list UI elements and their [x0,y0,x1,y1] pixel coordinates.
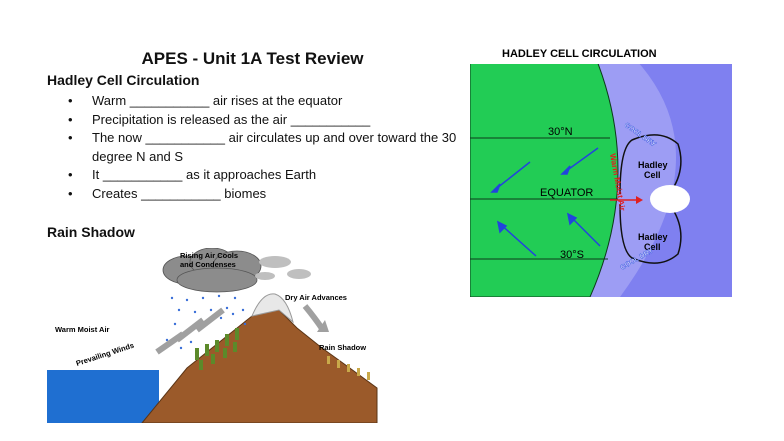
rain-shadow-section-heading: Rain Shadow [47,224,135,240]
hadley-title: HADLEY CELL CIRCULATION [502,48,657,60]
hadley-cell-loops [619,134,682,264]
bullet-icon: • [68,111,73,127]
equator-label: EQUATOR [540,187,593,199]
bullet-item: •It ___________ as it approaches Earth [47,166,457,185]
warm-moist-air-label: Warm Moist Air [55,325,110,334]
rain-shadow-label: Rain Shadow [319,343,366,352]
bullet-icon: • [68,93,73,108]
dry-air-arrowhead [317,320,329,332]
hadley-cell-north-label-2: Cell [644,170,661,180]
lat-30s-label: 30°S [560,249,584,261]
rain-shadow-diagram: Rising Air Cools and Condenses Dry Air A… [47,248,378,423]
latitude-lines [470,137,618,260]
hadley-cell-diagram: HADLEY CELL CIRCULATION 30°N EQUATOR 30°… [470,44,732,297]
vegetation [195,328,239,370]
small-clouds [255,256,311,280]
rain-cloud [162,248,262,293]
cloud [650,185,690,213]
bullet-item: •The now ___________ air circulates up a… [68,130,457,164]
bullet-icon: • [68,130,73,145]
dry-grass [327,356,370,380]
slide-title: APES - Unit 1A Test Review [141,49,364,68]
earth [470,44,619,297]
lat-30n-label: 30°N [548,126,573,138]
bullet-icon: • [68,167,73,182]
hadley-cell-north-label: Hadley [638,160,668,170]
bullet-icon: • [68,185,73,201]
dry-air-label: Dry Air Advances [285,293,347,302]
hadley-section-heading: Hadley Cell Circulation [47,72,200,88]
hadley-cell-south-label-2: Cell [644,242,661,252]
rising-air-label: Rising Air Cools [180,251,238,260]
bullet-item: •Precipitation is released as the air __… [47,111,457,130]
snow-cap [251,293,294,324]
prevailing-winds-label: Prevailing Winds [75,341,135,368]
mountain [141,307,378,423]
bullet-list: •Warm ___________ air rises at the equat… [47,92,457,203]
rising-air-arrows [155,307,225,355]
title-band [470,44,732,64]
bullet-item: •Warm ___________ air rises at the equat… [47,92,457,111]
rising-air-label-2: and Condenses [180,260,236,269]
trade-wind-arrows [490,147,601,257]
dry-air-arrow [302,304,326,332]
warm-air-arrowhead [636,196,643,204]
ocean [47,370,159,423]
hadley-cell-south-label: Hadley [638,232,668,242]
bullet-item: •Creates ___________ biomes [47,185,457,204]
